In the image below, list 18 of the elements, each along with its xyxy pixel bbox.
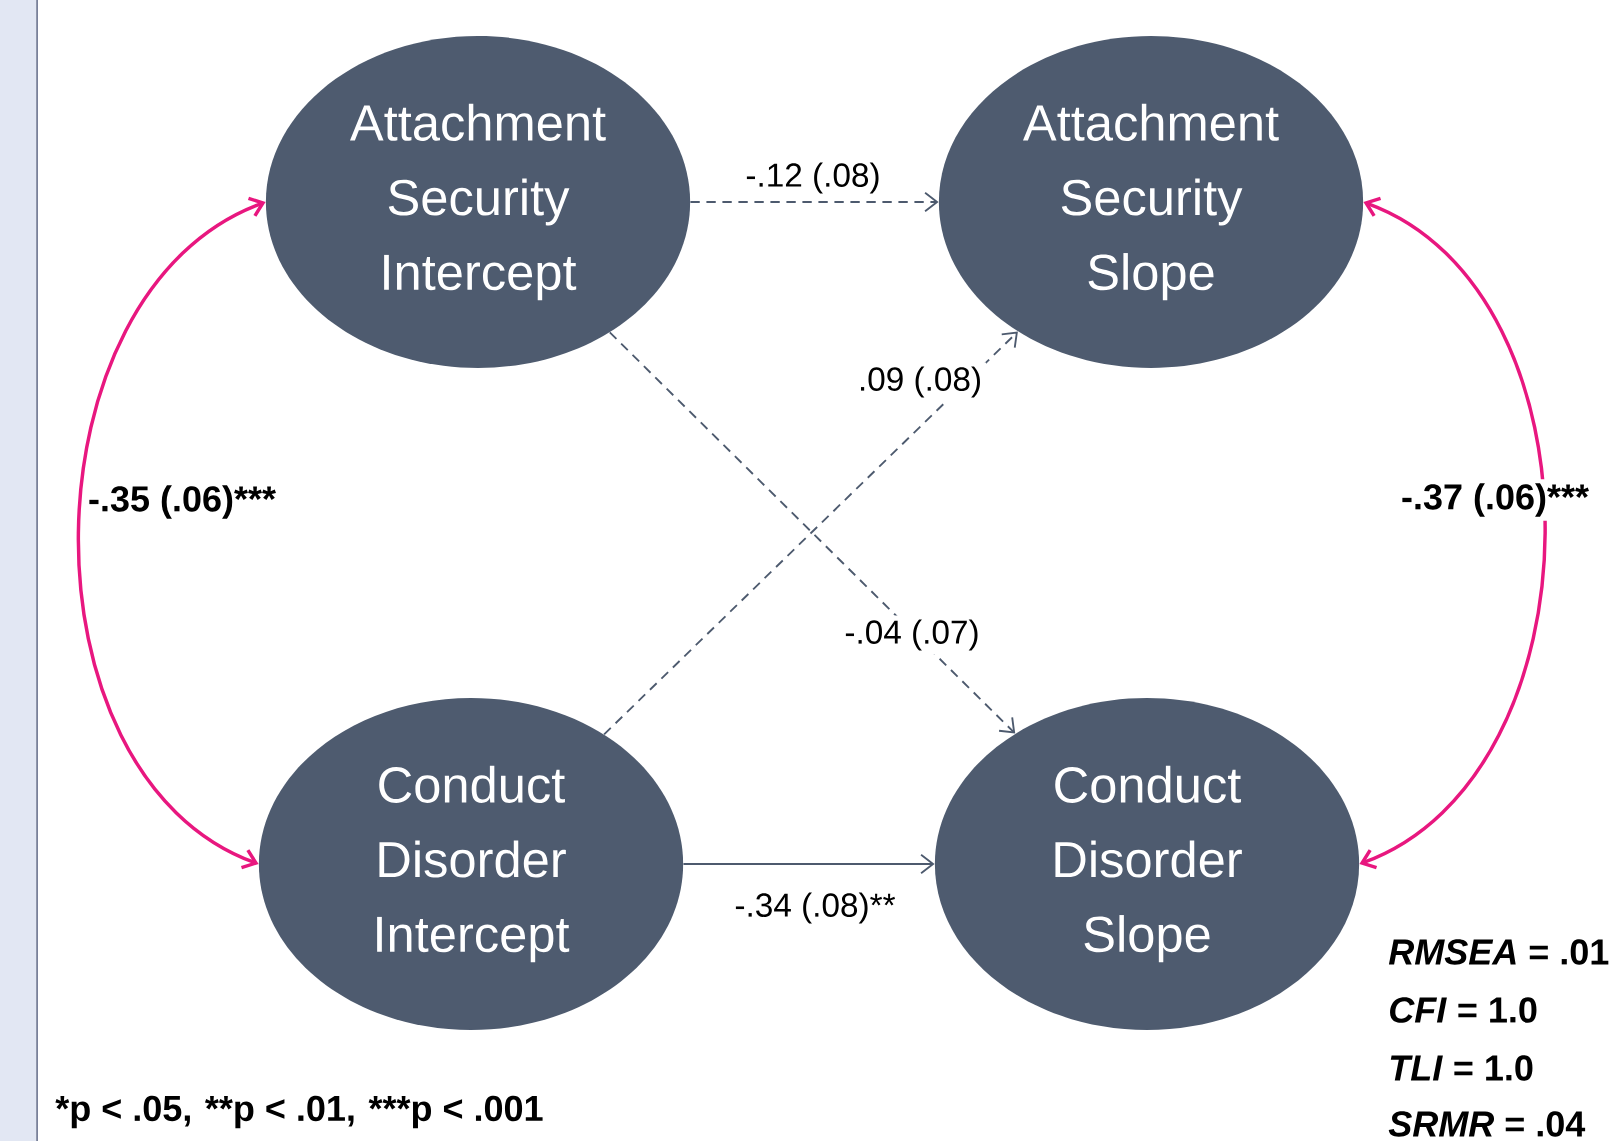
- arrow: [682, 853, 935, 875]
- arrow: [76, 196, 266, 870]
- fit-statistic: TLI = 1.0: [1390, 1055, 1533, 1081]
- ellipse-node: Conduct Disorder Slope: [934, 698, 1360, 1030]
- edge-label: .09 (.08): [853, 362, 987, 402]
- ellipse-node: Conduct Disorder Intercept: [258, 698, 684, 1030]
- edge-label: -.37 (.06)***: [1396, 479, 1594, 521]
- edge-label: -.35 (.06)***: [83, 481, 281, 523]
- footnote: *p < .05,: [55, 1095, 190, 1129]
- footnote: ***p < .001: [368, 1095, 543, 1129]
- ellipse-node: Attachment Security Intercept: [265, 36, 691, 368]
- edge-label: -.04 (.07): [840, 615, 984, 655]
- edge-label: -.34 (.08)**: [730, 888, 900, 928]
- arrow: [1359, 196, 1547, 870]
- arrow: [689, 191, 939, 213]
- edge-label: -.12 (.08): [741, 158, 885, 198]
- footnote: **p < .01,: [205, 1095, 354, 1129]
- fit-statistic: SRMR = .04: [1388, 1111, 1586, 1137]
